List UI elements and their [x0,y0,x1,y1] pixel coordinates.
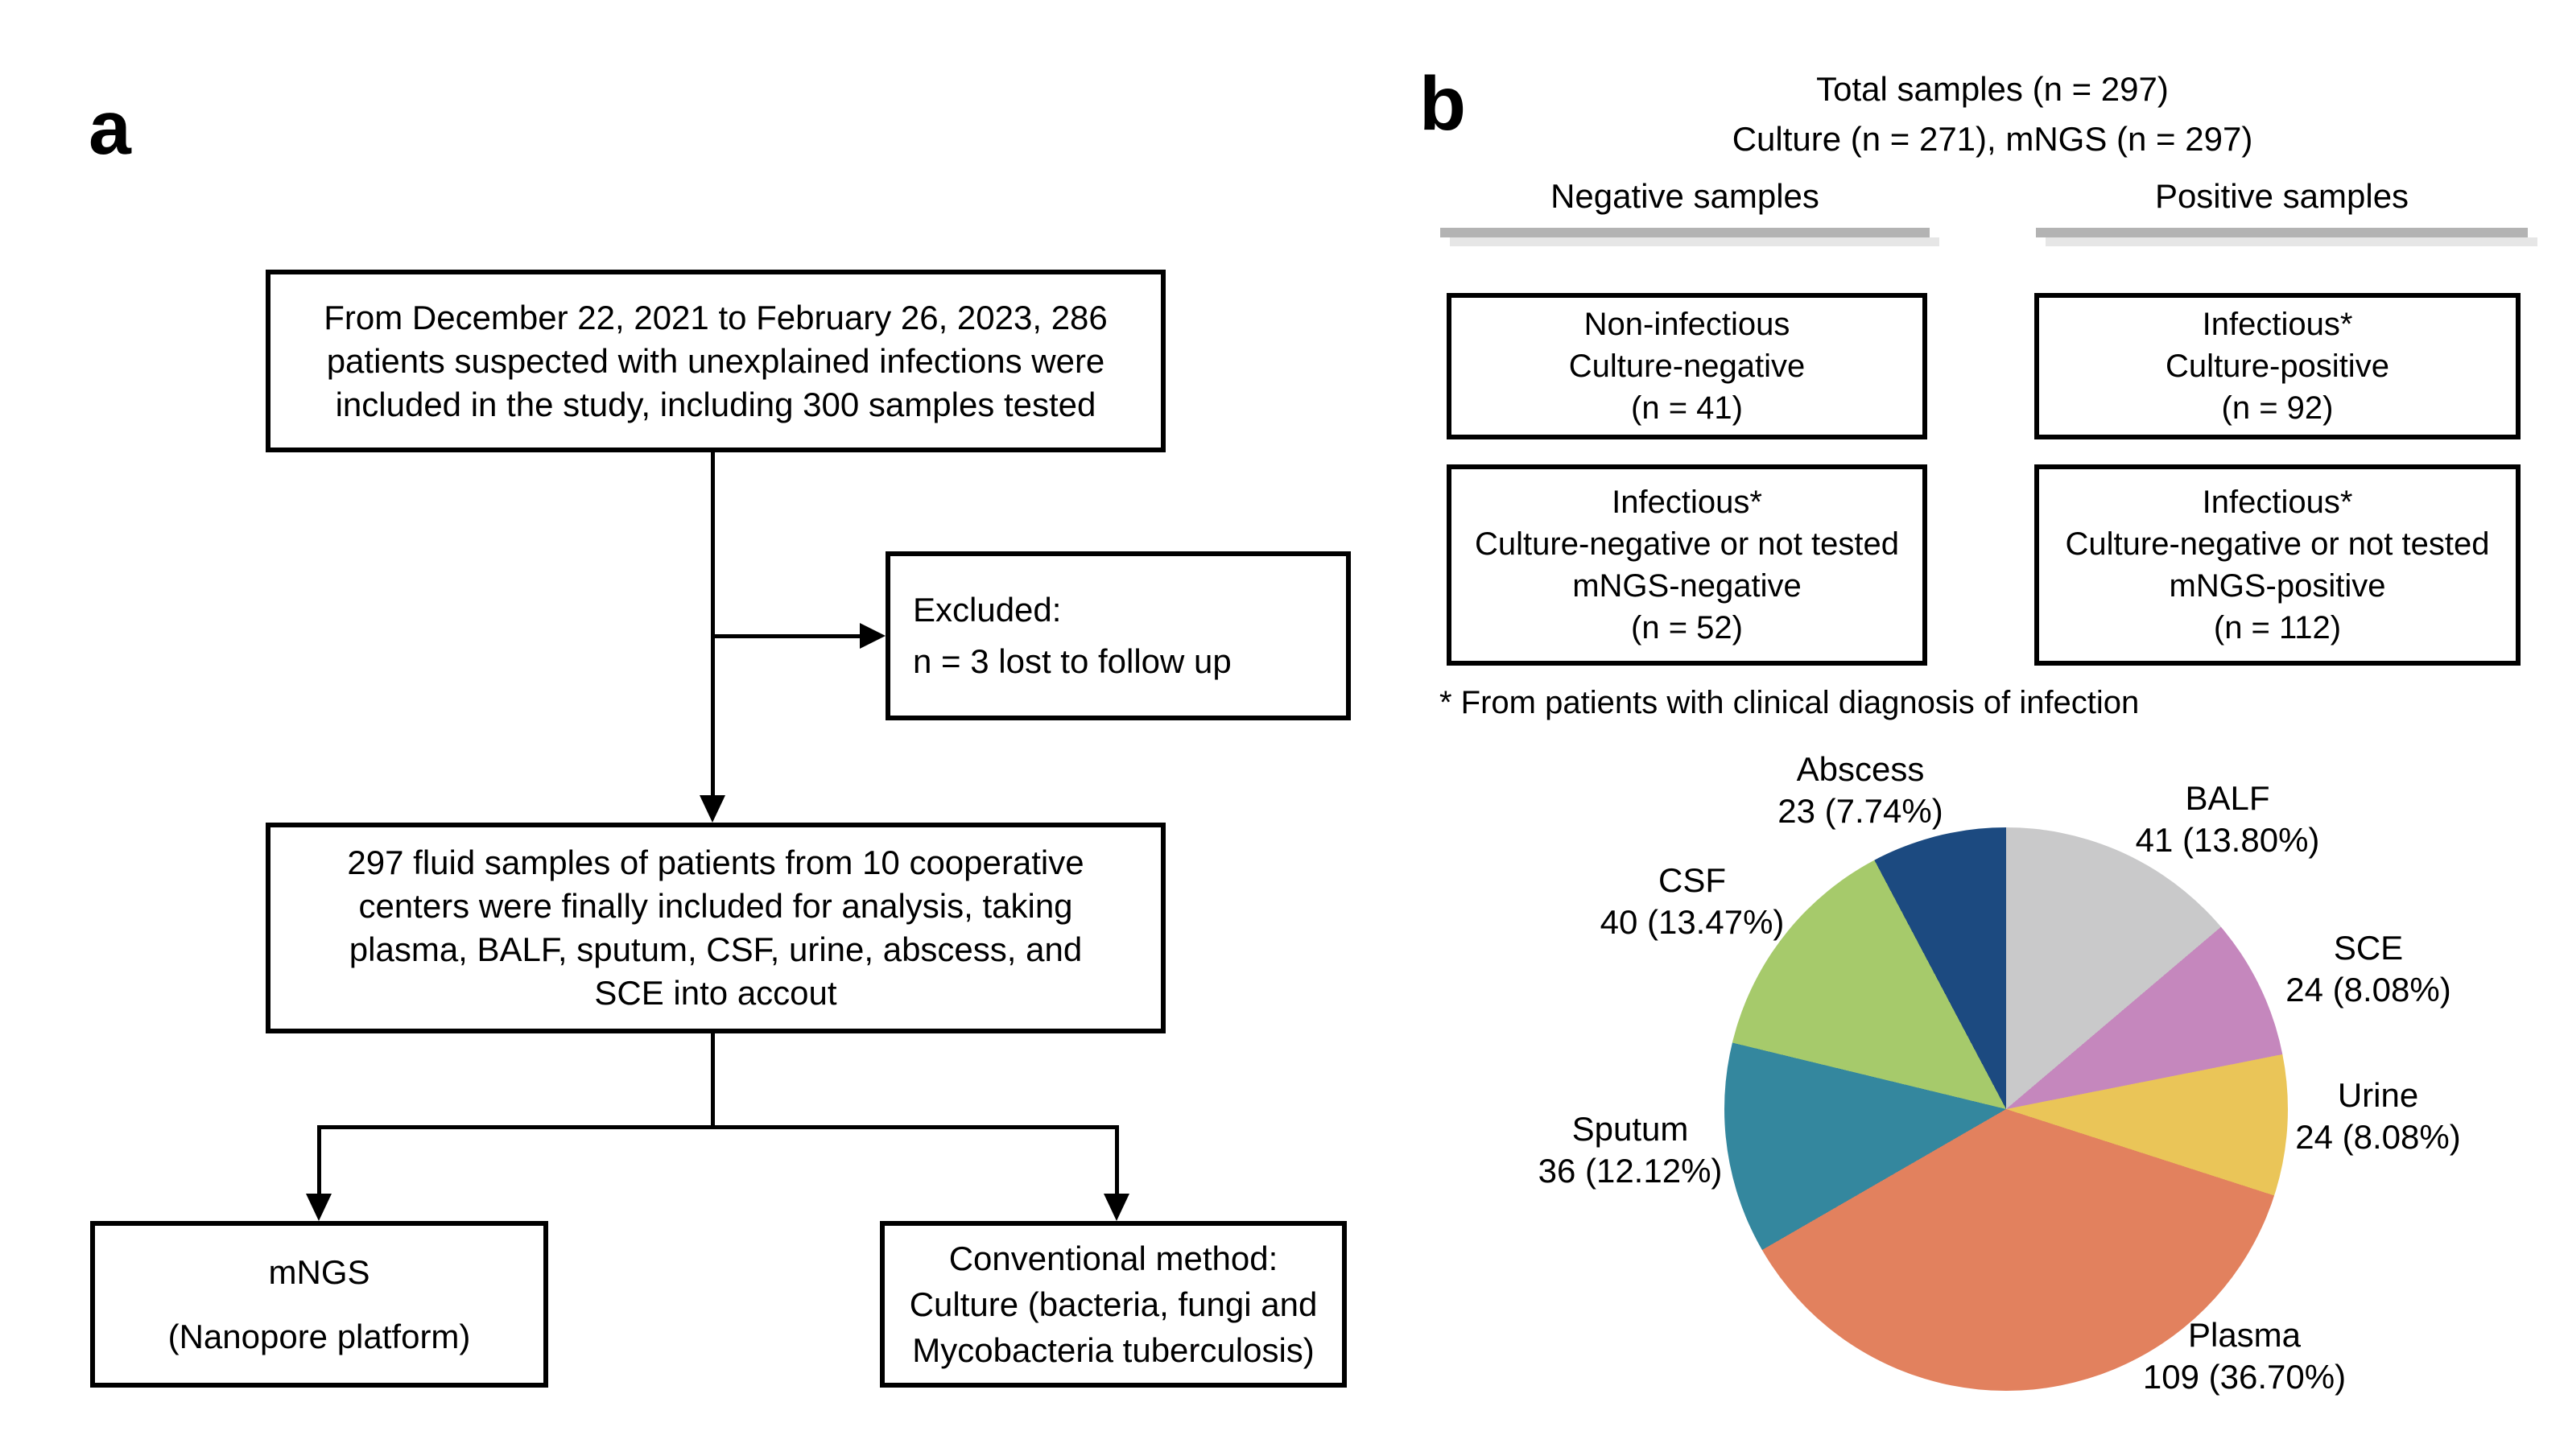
pie-slice-name: BALF [2185,779,2270,817]
positive-underline-dark [2036,228,2528,237]
box-text-line: Non-infectious [1583,307,1790,342]
flow-box-conventional: Conventional method: Culture (bacteria, … [880,1221,1347,1388]
connector-vertical-box2-branch [711,1033,715,1128]
pie-slice-name: Abscess [1796,750,1925,788]
flow-box-text-line: patients suspected with unexplained infe… [326,341,1105,380]
flow-box-text-line: centers were finally included for analys… [358,887,1073,925]
connector-horizontal-excluded [711,634,860,638]
pie-slice-name: SCE [2333,929,2404,967]
pie-slice-name: Urine [2337,1076,2419,1114]
pie-label-sce: SCE 24 (8.08%) [2183,927,2554,1011]
flow-box-text-line: included in the study, including 300 sam… [335,385,1096,423]
box-text-line: Culture-negative [1568,349,1806,384]
pie-slice-name: Plasma [2187,1316,2302,1354]
arrowhead-into-conventional-box [1104,1194,1129,1221]
conventional-text-line: Culture (bacteria, fungi and [909,1285,1318,1323]
excluded-text-line: n = 3 lost to follow up [913,642,1232,680]
excluded-text-line: Excluded: [913,591,1062,629]
pie-slice-value: 41 (13.80%) [2135,821,2320,859]
negative-underline-light [1450,237,1939,246]
arrowhead-into-box2 [700,795,725,823]
flow-box-patients-included: From December 22, 2021 to February 26, 2… [266,270,1166,452]
box-text-line: mNGS-negative [1572,568,1802,604]
pie-slice-value: 24 (8.08%) [2295,1118,2461,1156]
flow-box-excluded: Excluded: n = 3 lost to follow up [886,551,1351,720]
arrowhead-into-mngs-box [306,1194,332,1221]
flow-box-mngs: mNGS (Nanopore platform) [90,1221,548,1388]
connector-vertical-box1-box2 [711,452,715,795]
conventional-text-line: Conventional method: [948,1239,1278,1277]
flow-box-text-line: plasma, BALF, sputum, CSF, urine, absces… [349,930,1083,968]
panel-b-label: b [1419,61,1467,146]
arrowhead-into-excluded [860,623,886,649]
pie-slice-name: CSF [1658,861,1726,899]
conventional-text-line: Mycobacteria tuberculosis) [912,1331,1315,1369]
flow-box-samples-analysis: 297 fluid samples of patients from 10 co… [266,823,1166,1033]
box-infectious-mngs-negative: Infectious* Culture-negative or not test… [1447,464,1927,666]
pie-label-abscess: Abscess 23 (7.74%) [1675,749,2046,832]
connector-horizontal-branch [317,1125,1119,1129]
box-text-line: Culture-negative or not tested [2065,526,2490,562]
positive-underline-light [2046,237,2537,246]
box-text-line: Infectious* [2202,307,2353,342]
pie-slice-value: 40 (13.47%) [1600,903,1785,941]
box-text-line: (n = 92) [2221,390,2334,426]
pie-chart [1724,827,2288,1391]
box-text-line: Culture-negative or not tested [1475,526,1899,562]
pie-slice-value: 109 (36.70%) [2142,1358,2347,1396]
box-noninfectious-culture-negative: Non-infectious Culture-negative (n = 41) [1447,293,1927,439]
box-text-line: Infectious* [2202,485,2353,520]
pie-label-urine: Urine 24 (8.08%) [2193,1074,2563,1158]
connector-vertical-right-drop [1115,1125,1119,1198]
box-text-line: Culture-positive [2166,349,2389,384]
mngs-text-line: (Nanopore platform) [167,1317,471,1355]
pie-slice-value: 36 (12.12%) [1538,1152,1723,1190]
mngs-text-line: mNGS [268,1252,370,1291]
pie-slice-name: Sputum [1571,1110,1689,1148]
panel-b-title: Total samples (n = 297) Culture (n = 271… [1461,64,2524,164]
box-text-line: (n = 52) [1631,610,1743,646]
flow-box-text-line: From December 22, 2021 to February 26, 2… [324,298,1108,336]
panel-a-label: a [89,85,131,171]
connector-vertical-left-drop [317,1125,321,1198]
negative-underline-dark [1440,228,1930,237]
total-samples-line: Total samples (n = 297) [1816,70,2169,108]
box-infectious-mngs-positive: Infectious* Culture-negative or not test… [2034,464,2521,666]
pie-slice-value: 23 (7.74%) [1777,792,1943,830]
box-text-line: (n = 112) [2213,610,2342,646]
box-infectious-culture-positive: Infectious* Culture-positive (n = 92) [2034,293,2521,439]
pie-label-csf: CSF 40 (13.47%) [1507,860,1877,943]
box-text-line: Infectious* [1612,485,1762,520]
pie-label-sputum: Sputum 36 (12.12%) [1445,1108,1815,1192]
box-text-line: (n = 41) [1631,390,1743,426]
flow-box-text-line: 297 fluid samples of patients from 10 co… [347,843,1084,881]
pie-label-plasma: Plasma 109 (36.70%) [2059,1314,2430,1398]
pie-label-balf: BALF 41 (13.80%) [2042,777,2413,861]
pie-slice-value: 24 (8.08%) [2285,971,2451,1008]
box-text-line: mNGS-positive [2169,568,2386,604]
column-header-positive: Positive samples [2154,177,2409,215]
footnote: * From patients with clinical diagnosis … [1439,685,2140,720]
column-header-negative: Negative samples [1550,177,1819,215]
culture-mngs-line: Culture (n = 271), mNGS (n = 297) [1732,120,2253,158]
flow-box-text-line: SCE into accout [594,974,837,1012]
